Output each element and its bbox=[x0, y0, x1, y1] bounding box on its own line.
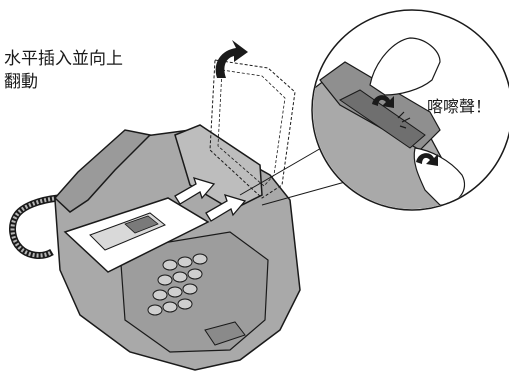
keypad-key bbox=[177, 298, 193, 310]
detail-card-edge bbox=[339, 89, 426, 149]
click-sound-label: 喀嚓聲！ bbox=[427, 97, 492, 116]
rotate-arrow-icon bbox=[372, 95, 394, 108]
output-tray bbox=[204, 321, 246, 346]
rotate-arrow-icon bbox=[416, 153, 438, 166]
keypad-key bbox=[177, 256, 193, 268]
card-display-inner bbox=[124, 215, 159, 234]
insert-arrow-icon bbox=[205, 194, 247, 222]
keypad-key bbox=[157, 274, 173, 286]
keypad-key bbox=[152, 289, 168, 301]
keypad-key bbox=[182, 283, 198, 295]
keypad-key bbox=[187, 268, 203, 280]
instruction-line-2: 翻動 bbox=[4, 72, 38, 92]
handset-cord-coils bbox=[10, 196, 59, 258]
callout-leader bbox=[239, 139, 336, 196]
flip-up-arrow-icon bbox=[215, 40, 248, 78]
instruction-line-1: 水平插入並向上 bbox=[4, 49, 123, 69]
keypad-key bbox=[162, 259, 178, 271]
handset bbox=[53, 129, 152, 213]
keypad-key bbox=[192, 253, 208, 265]
keypad-key bbox=[147, 304, 163, 316]
instruction-caption: 水平插入並向上 翻動 bbox=[4, 48, 123, 94]
keypad-key bbox=[172, 271, 188, 283]
keypad bbox=[147, 253, 208, 316]
detail-hand-upper bbox=[369, 37, 441, 96]
keypad-key bbox=[162, 301, 178, 313]
keypad-key bbox=[167, 286, 183, 298]
insert-arrow-icon bbox=[174, 177, 216, 205]
click-mark-icon bbox=[397, 111, 411, 129]
callout-leader bbox=[261, 181, 346, 206]
